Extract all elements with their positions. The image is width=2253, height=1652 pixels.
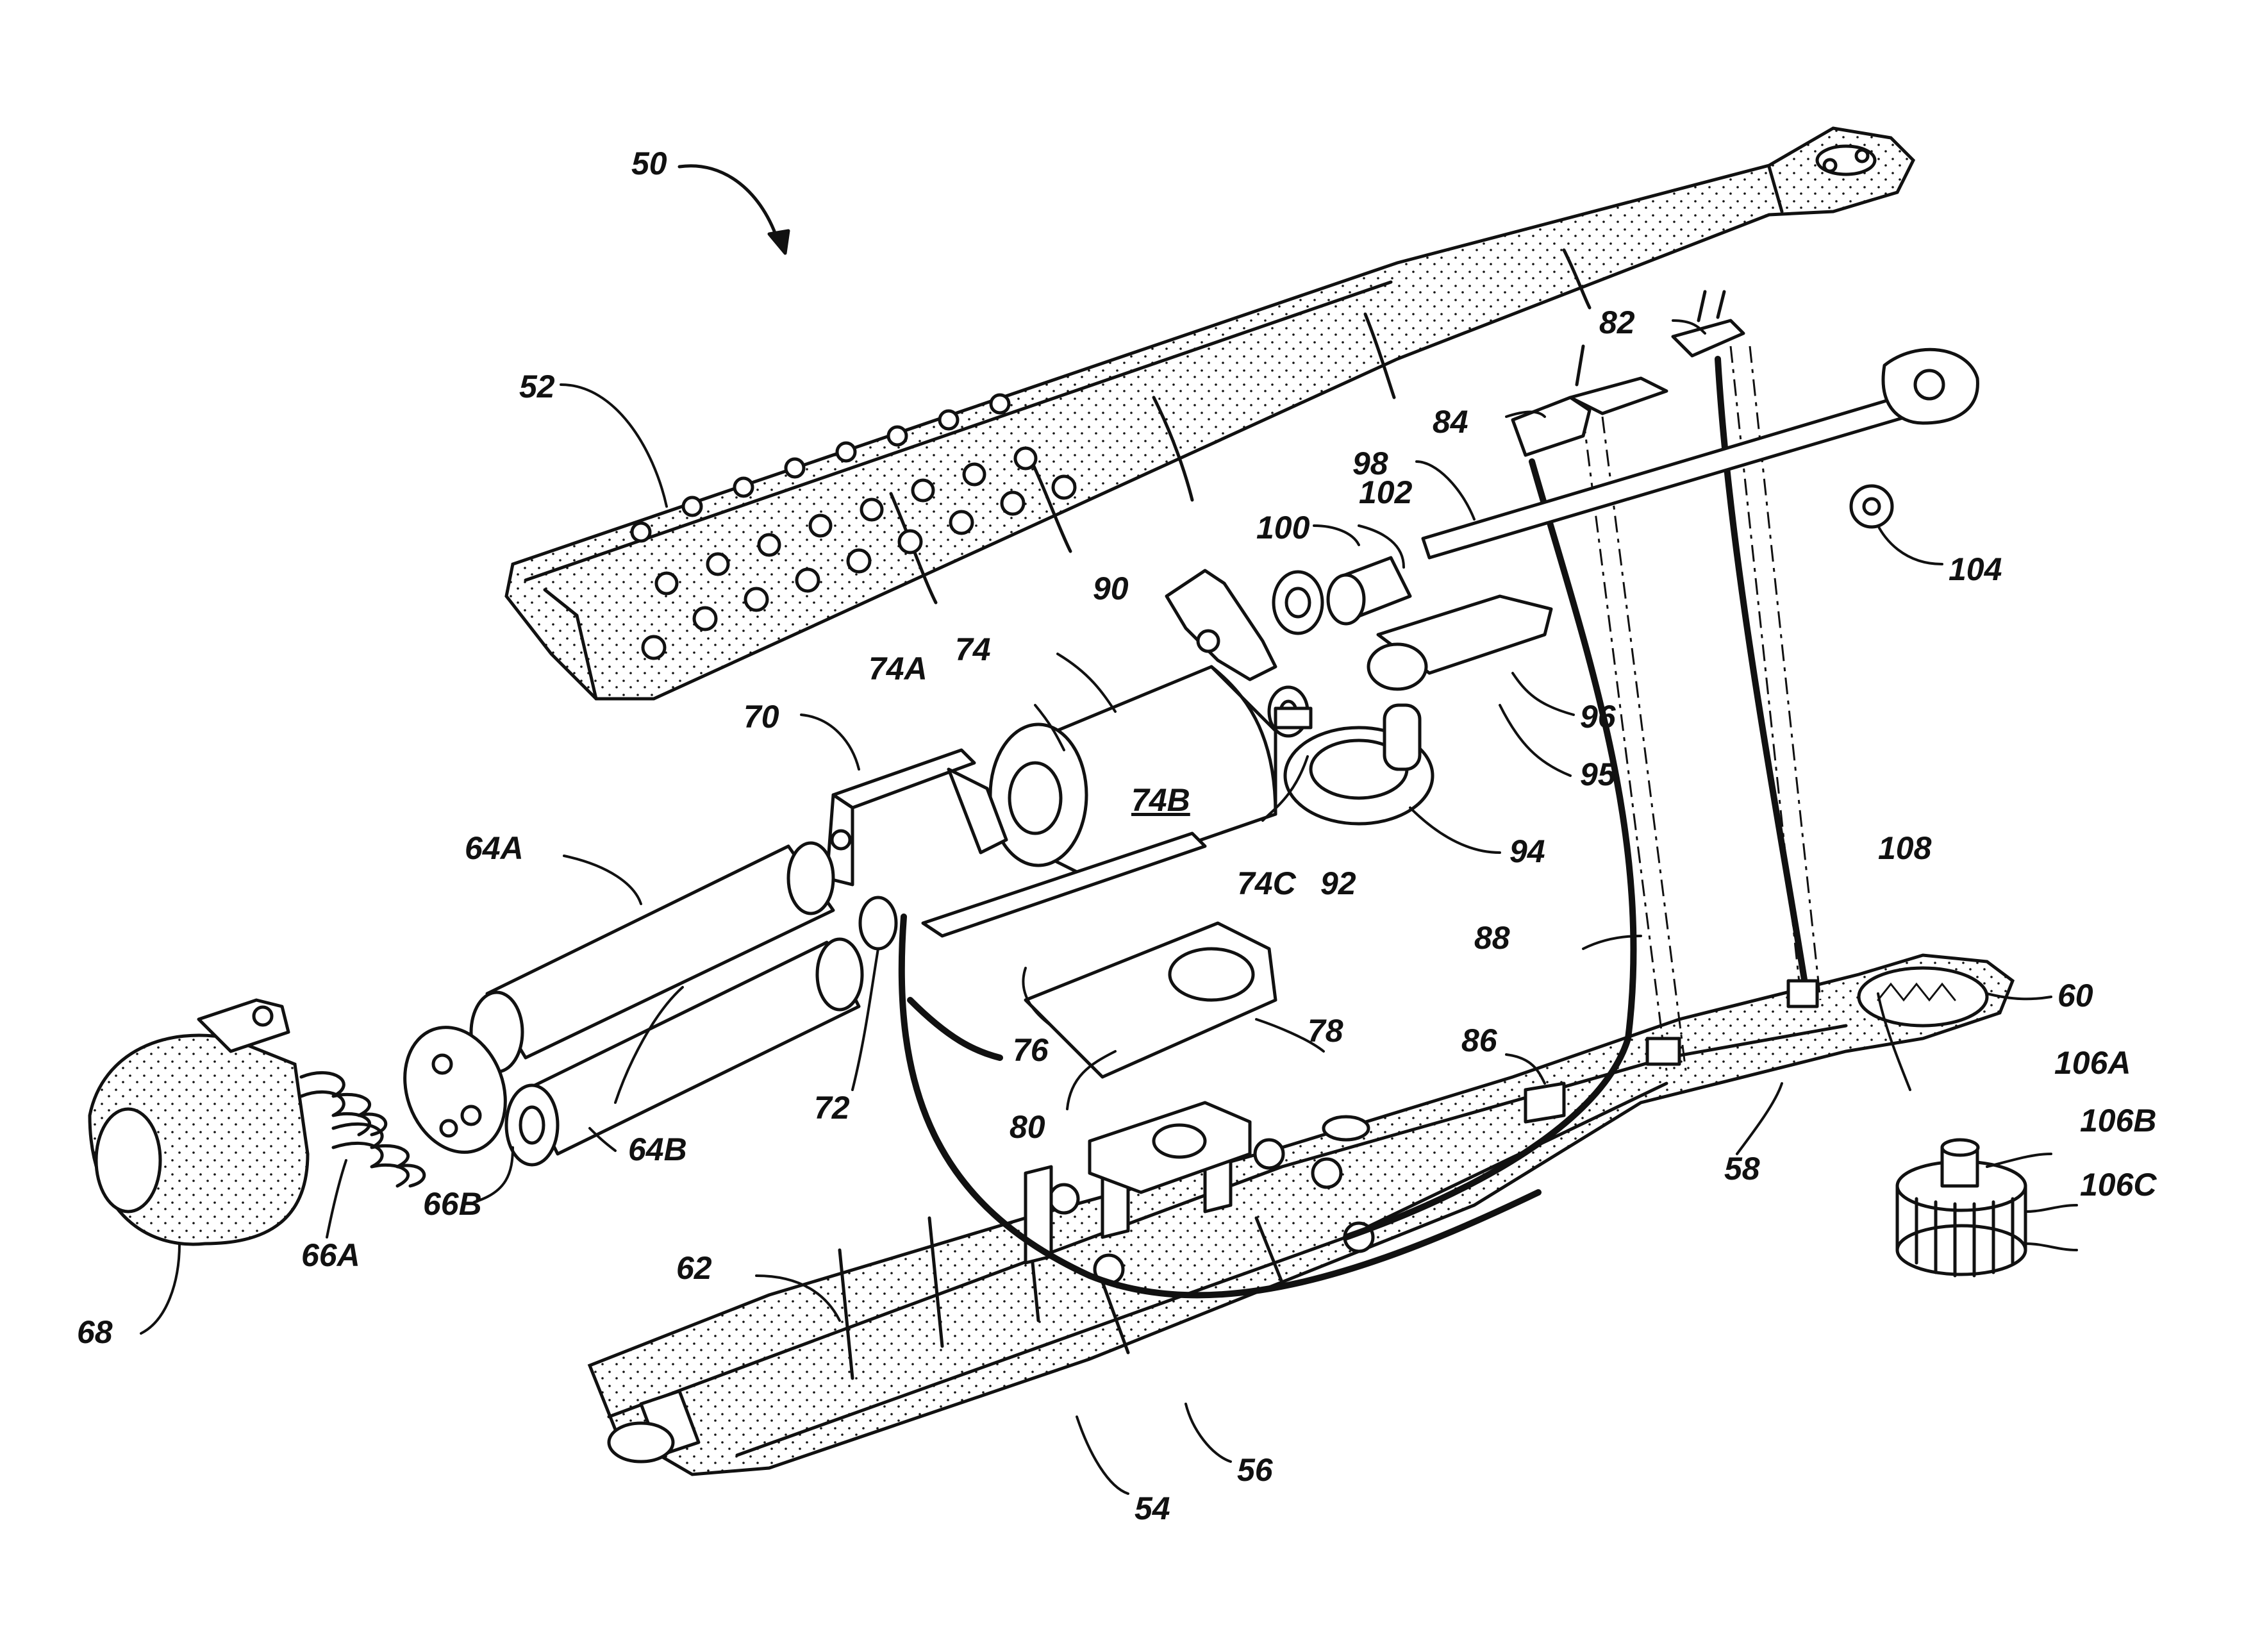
label-70: 70 bbox=[744, 699, 779, 735]
label-54: 54 bbox=[1135, 1490, 1170, 1526]
label-58: 58 bbox=[1724, 1151, 1760, 1187]
drive-shaft-98 bbox=[1421, 347, 1979, 560]
label-66A: 66A bbox=[301, 1237, 360, 1273]
label-108: 108 bbox=[1878, 830, 1932, 866]
label-92: 92 bbox=[1320, 865, 1356, 901]
label-64B: 64B bbox=[628, 1131, 687, 1167]
label-74A: 74A bbox=[869, 651, 927, 687]
label-96: 96 bbox=[1580, 699, 1617, 735]
batteries-64 bbox=[469, 841, 864, 1167]
leader-lines bbox=[140, 319, 2078, 1495]
wires bbox=[898, 346, 1822, 1299]
label-95: 95 bbox=[1580, 756, 1617, 792]
label-74B: 74B bbox=[1131, 782, 1190, 818]
springs-66A bbox=[299, 1071, 426, 1188]
label-74C: 74C bbox=[1237, 865, 1297, 901]
label-78: 78 bbox=[1308, 1013, 1343, 1049]
label-106A: 106A bbox=[2054, 1045, 2131, 1081]
label-104: 104 bbox=[1949, 551, 2002, 587]
switch-contacts-82-84 bbox=[1511, 290, 1745, 457]
label-52: 52 bbox=[519, 369, 555, 405]
upper-housing-52 bbox=[504, 126, 1916, 701]
label-74: 74 bbox=[955, 631, 991, 667]
gear-train bbox=[1165, 484, 1894, 826]
label-88: 88 bbox=[1474, 920, 1510, 956]
end-cap-68 bbox=[88, 998, 310, 1246]
motor-74 bbox=[988, 665, 1313, 880]
label-94: 94 bbox=[1509, 833, 1545, 869]
label-76: 76 bbox=[1013, 1032, 1049, 1068]
contact-plate-66B bbox=[403, 1026, 507, 1154]
label-72: 72 bbox=[814, 1090, 850, 1126]
label-82: 82 bbox=[1599, 305, 1635, 340]
label-60: 60 bbox=[2058, 978, 2093, 1014]
label-102: 102 bbox=[1359, 474, 1413, 510]
label-86: 86 bbox=[1461, 1022, 1498, 1058]
label-106C: 106C bbox=[2080, 1167, 2157, 1203]
label-68: 68 bbox=[77, 1314, 113, 1350]
reference-numerals: 50 52 54 56 58 60 62 64A 64B 66A 66B 68 … bbox=[77, 146, 2157, 1526]
brush-head-106 bbox=[1895, 1138, 2027, 1278]
switch-80-78 bbox=[1024, 921, 1277, 1194]
label-50: 50 bbox=[631, 146, 667, 181]
label-100: 100 bbox=[1256, 510, 1310, 546]
arrow-50 bbox=[678, 164, 781, 246]
label-62: 62 bbox=[676, 1250, 712, 1286]
label-56: 56 bbox=[1237, 1452, 1274, 1488]
label-84: 84 bbox=[1433, 404, 1468, 440]
label-64A: 64A bbox=[465, 830, 524, 866]
arrow-50-head bbox=[767, 229, 790, 255]
label-90: 90 bbox=[1093, 571, 1129, 606]
label-80: 80 bbox=[1010, 1109, 1045, 1145]
label-98: 98 bbox=[1352, 446, 1388, 481]
label-66B: 66B bbox=[423, 1186, 482, 1222]
label-106B: 106B bbox=[2080, 1103, 2157, 1139]
housing-dimples bbox=[630, 393, 1077, 660]
brackets bbox=[825, 748, 1207, 951]
